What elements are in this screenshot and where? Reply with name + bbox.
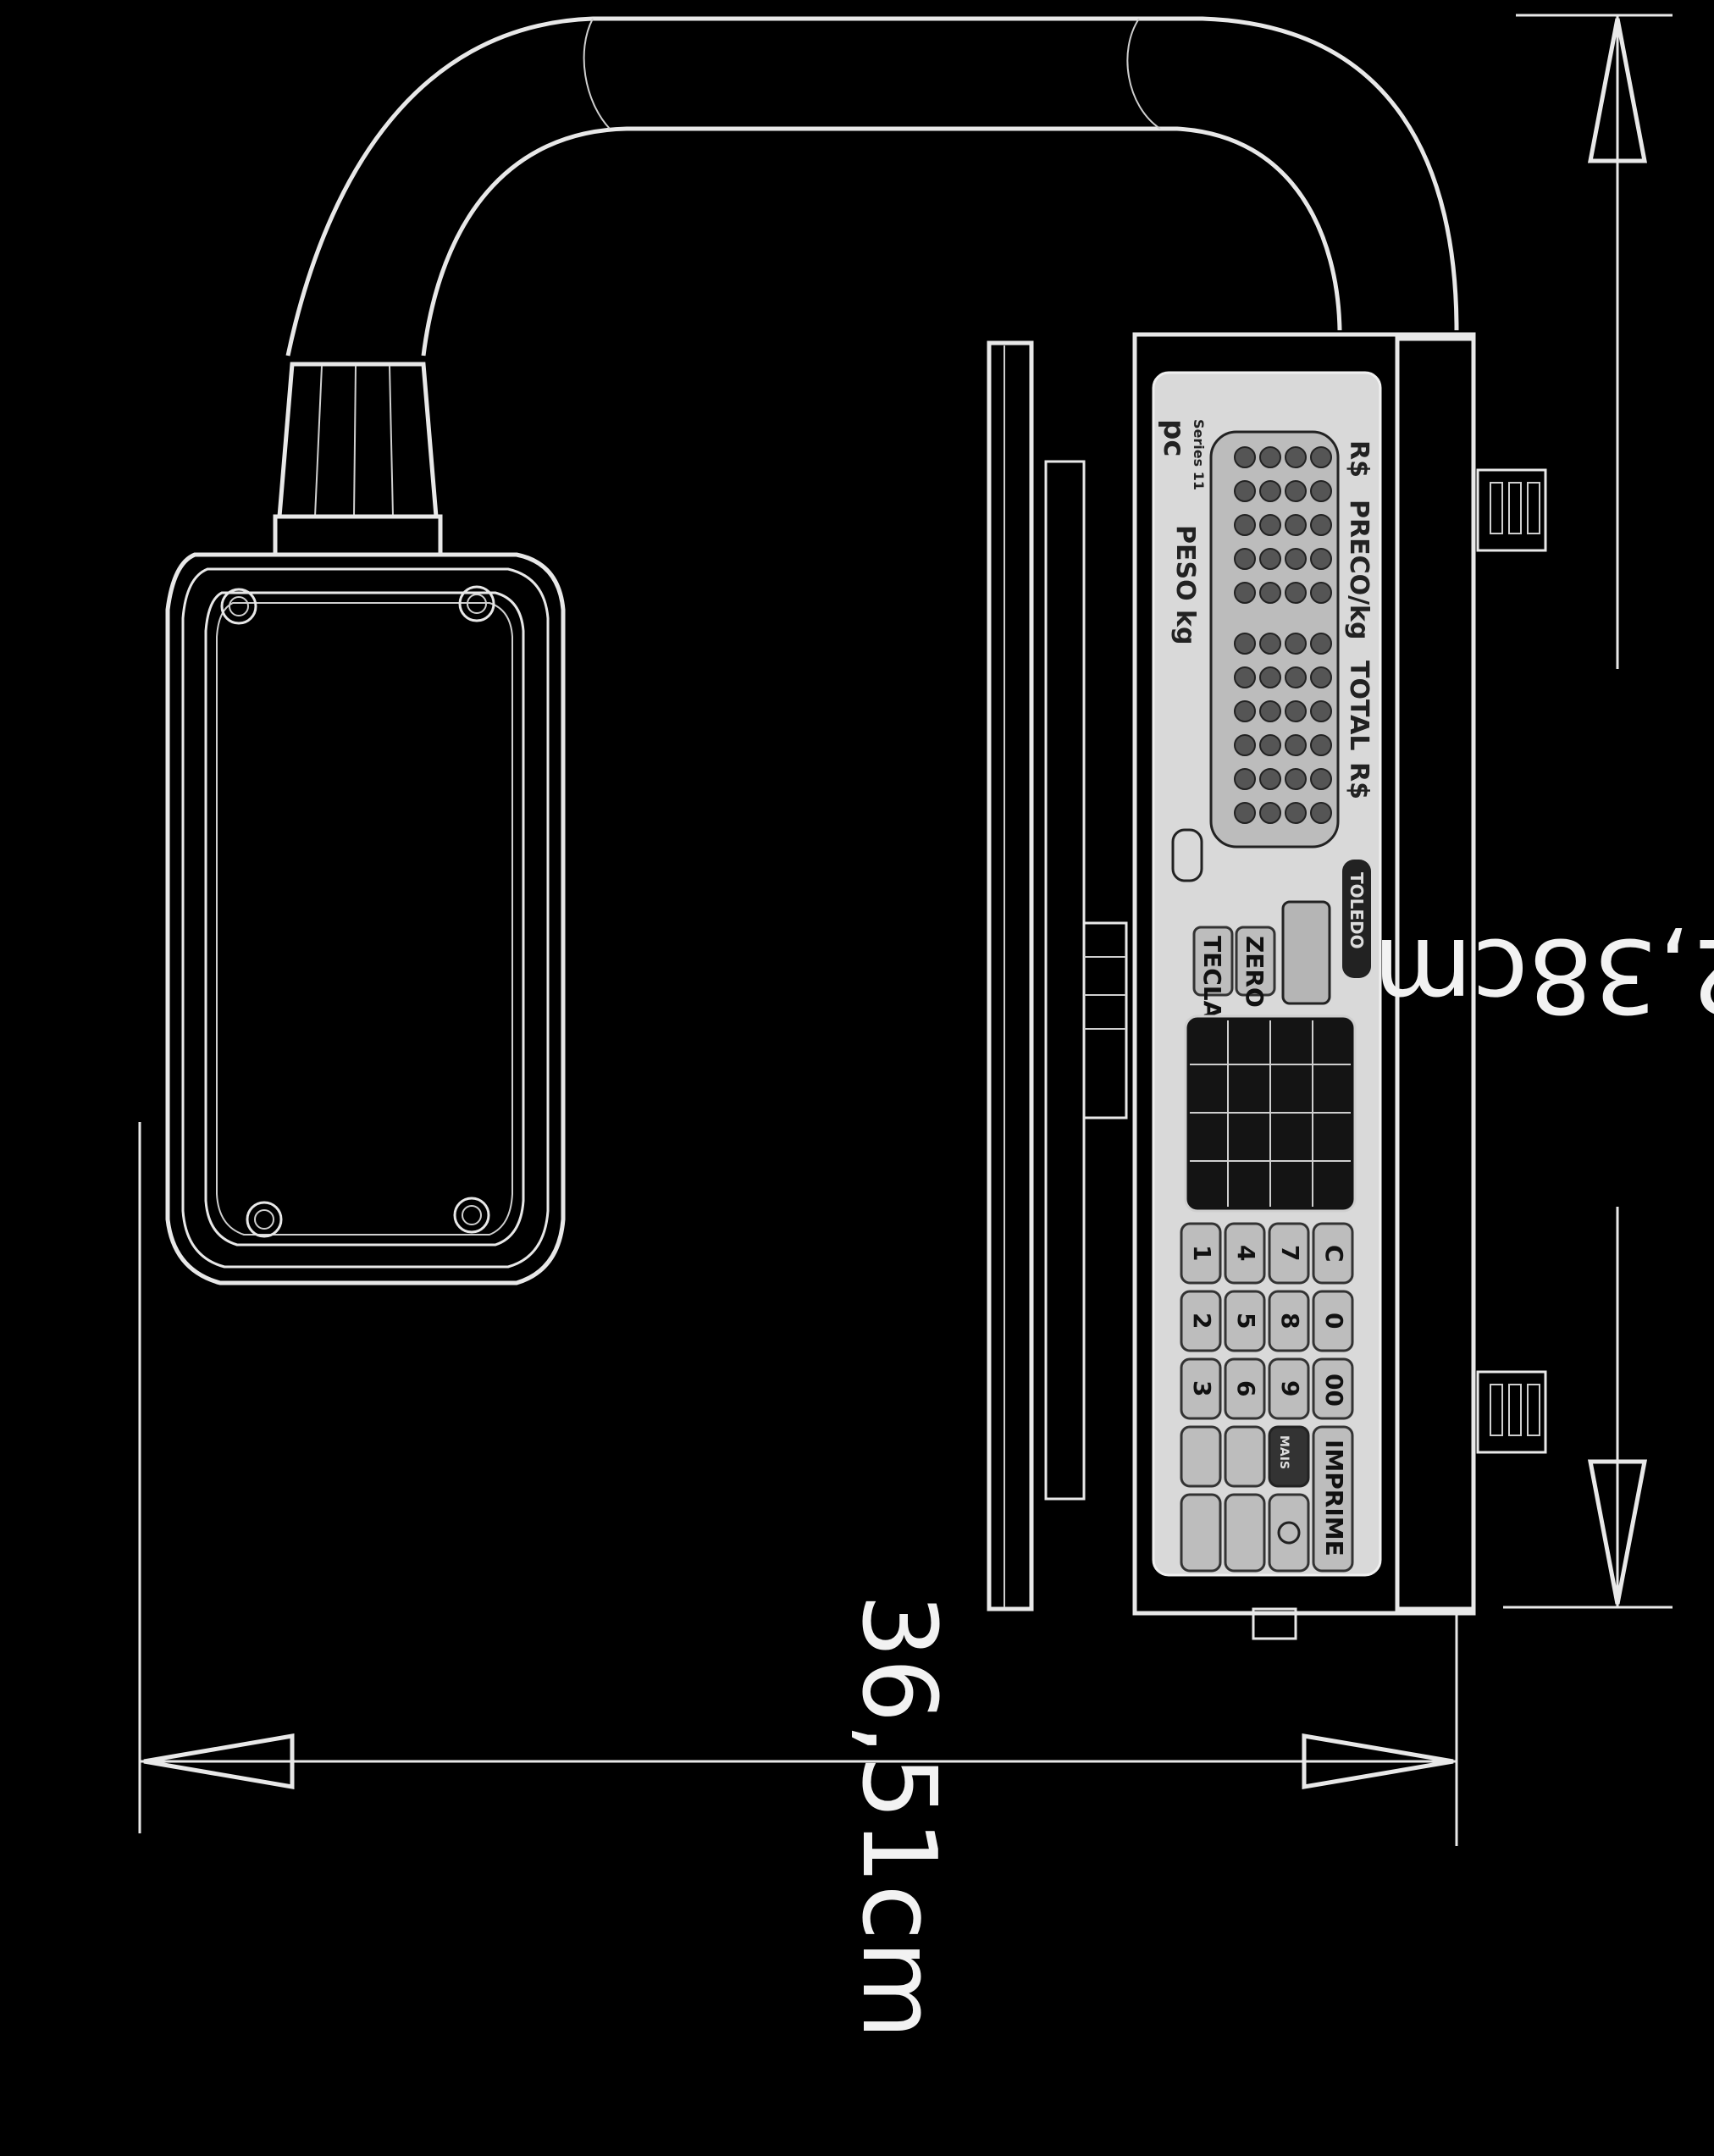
key-00-label: 00 [1320,1374,1348,1407]
connector-body [277,362,439,519]
label-preco: PRECO/kg [1344,500,1374,639]
brand-badge [1342,860,1371,978]
brand-logo: pc [1157,419,1191,457]
cable-outer-edge [285,16,1459,357]
label-rs-top: R$ [1344,440,1374,478]
width-dimension-label: 42,38cm [1374,915,1714,1033]
display-digits [1234,446,1332,824]
key-memory[interactable] [1224,1425,1266,1488]
side-key-zero-label: ZERO [1241,936,1269,1008]
key-2[interactable] [1180,1290,1222,1352]
key-7[interactable] [1268,1222,1310,1285]
key-3[interactable] [1180,1357,1222,1420]
key-5[interactable] [1224,1290,1266,1352]
dimension-depth: 36,51cm [138,1122,1458,2039]
key-tare[interactable] [1180,1425,1222,1488]
platter-plate [987,340,1034,1611]
scale-body: R$ PRECO/kg TOTAL R$ PESO kg pc Series 1… [1132,332,1547,1640]
arrowhead-icon [1587,1459,1648,1605]
cable-segment-line [1126,18,1161,130]
key-2-label: 2 [1188,1313,1216,1329]
numeric-keypad: 1 4 7 C 2 5 8 0 3 6 9 00 [1180,1222,1354,1420]
key-9[interactable] [1268,1357,1310,1420]
key-8-label: 8 [1276,1313,1304,1329]
key-4-label: 4 [1232,1245,1260,1261]
key-imprime[interactable] [1312,1425,1354,1573]
indicator-lamp [1171,828,1203,882]
arrowhead-icon [1302,1733,1454,1789]
platter-support [1044,460,1086,1501]
feed-slot [1281,900,1331,1005]
connector-rib [353,365,357,517]
key-9-label: 9 [1276,1380,1304,1396]
scale-foot [1476,1370,1547,1454]
cable-inner-edge [421,126,1342,357]
key-0-label: 0 [1320,1313,1348,1329]
key-1-label: 1 [1188,1245,1216,1261]
side-key-zero[interactable] [1235,926,1276,997]
screw-icon [458,585,495,622]
enclosure-lid-inner [216,602,513,1236]
key-00[interactable] [1312,1357,1354,1420]
connector-rib [314,365,323,517]
connector-rib [389,365,394,517]
key-c-label: C [1320,1245,1348,1263]
connector-collar [273,514,443,557]
side-key-tecla-label: TECLA [1198,936,1226,1020]
key-0[interactable] [1312,1290,1354,1352]
cable [285,16,1459,357]
key-8[interactable] [1268,1290,1310,1352]
enclosure-outer [165,552,566,1285]
key-arrow[interactable] [1180,1493,1222,1573]
screw-icon [453,1197,490,1234]
arrowhead-icon [143,1733,295,1789]
key-6-label: 6 [1232,1380,1260,1396]
key-mais[interactable] [1268,1425,1310,1488]
sun-icon [1277,1521,1301,1545]
label-rs-bottom: R$ [1344,762,1374,799]
key-4[interactable] [1224,1222,1266,1285]
scale-foot [1476,468,1547,552]
cable-segment-line [583,18,611,130]
label-total: TOTAL [1344,661,1374,750]
function-grid-cells [1190,1020,1351,1207]
screw-icon [220,588,257,625]
key-7-label: 7 [1276,1245,1304,1261]
depth-dimension-label: 36,51cm [839,1594,957,2039]
dimension-width: 42,38cm [1374,14,1714,1609]
key-3-label: 3 [1188,1380,1216,1396]
body-connector [1252,1607,1297,1640]
key-light[interactable] [1268,1493,1310,1573]
cable-connector [273,362,443,557]
key-c[interactable] [1312,1222,1354,1285]
platter-stem [1082,921,1128,1119]
body-rear [1395,336,1476,1611]
enclosure-lid [204,591,525,1247]
key-5-label: 5 [1232,1313,1260,1329]
key-1[interactable] [1180,1222,1222,1285]
side-key-tecla[interactable] [1192,926,1234,997]
series-label: Series 11 [1191,419,1207,490]
label-peso: PESO kg [1170,525,1200,644]
screw-icon [246,1201,283,1238]
enclosure-rim [181,567,550,1269]
arrowhead-icon [1587,18,1648,163]
key-6[interactable] [1224,1357,1266,1420]
key-m[interactable] [1224,1493,1266,1573]
remote-enclosure [165,552,566,1285]
key-imprime-label: IMPRIME [1320,1440,1348,1556]
brand-badge-text: TOLEDO [1346,872,1367,949]
weighing-platter [987,340,1128,1611]
key-mais-label: MAIS [1277,1435,1291,1469]
